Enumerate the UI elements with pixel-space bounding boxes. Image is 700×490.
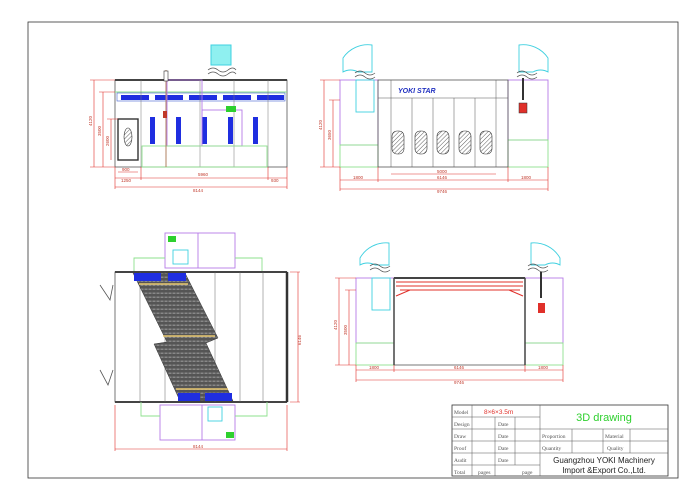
exhaust-duct <box>210 44 232 66</box>
label-h-body: 3650 <box>327 129 332 140</box>
label-total-label: Total <box>454 470 466 476</box>
light-fixtures-top <box>121 95 284 100</box>
label-proportion-label: Proportion <box>542 434 566 440</box>
label-total: 9746 <box>454 380 465 385</box>
label-audit-label: Audit <box>454 458 467 464</box>
label-h-door: 2600 <box>105 135 110 146</box>
label-total: 8144 <box>193 188 204 193</box>
label-date-label: Date <box>498 458 509 464</box>
label-mid: 6146 <box>454 365 465 370</box>
sheet-border <box>27 21 679 479</box>
label-page-label: page <box>522 470 533 476</box>
company-name: Guangzhou YOKI Machinery <box>553 456 655 465</box>
label-length: 8144 <box>193 444 204 449</box>
duct-elbow-left <box>342 44 373 73</box>
company-name-line2: Import &Export Co.,Ltd. <box>562 466 646 475</box>
label-h-total: 4120 <box>318 119 323 130</box>
label-mid: 6146 <box>437 175 448 180</box>
label-h-total: 4120 <box>333 319 338 330</box>
label-width: 6146 <box>297 334 302 345</box>
roof-truss <box>395 281 524 297</box>
label-h-body: 3500 <box>97 125 102 136</box>
personnel-door <box>117 118 139 161</box>
front-elevation-view: 4120 3500 2600 900 1250 5960 930 8144 <box>88 44 288 193</box>
door-windows <box>391 130 493 155</box>
label-model-label: Model <box>454 410 469 416</box>
label-left: 1800 <box>353 175 364 180</box>
section-view: 4120 3500 1800 6146 1800 9746 <box>333 242 564 385</box>
label-right: 1800 <box>521 175 532 180</box>
label-mid: 5960 <box>198 172 209 177</box>
label-right: 930 <box>271 178 279 183</box>
plan-view: 6146 8144 <box>99 232 302 451</box>
drawing-heading: 3D drawing <box>576 412 632 424</box>
label-left: 1800 <box>369 365 380 370</box>
label-left: 1250 <box>121 178 132 183</box>
label-h-body: 3500 <box>343 324 348 335</box>
light-fixtures-side <box>150 117 258 144</box>
label-total: 9746 <box>437 189 448 194</box>
label-design-label: Design <box>454 422 470 428</box>
label-date-label: Date <box>498 434 509 440</box>
label-door: 5000 <box>437 169 448 174</box>
title-block: Model 8×6×3.5m Design Draw Proof Audit D… <box>451 404 669 477</box>
floor-grating <box>132 272 234 402</box>
label-quality-label: Quality <box>607 446 624 452</box>
model-value: 8×6×3.5m <box>484 409 513 416</box>
label-date-label: Date <box>498 446 509 452</box>
label-quantity-label: Quantity <box>542 446 561 452</box>
label-door-w: 900 <box>122 167 130 172</box>
side-elevation-view: YOKI STAR 4120 3650 5000 1800 6146 1800 … <box>318 44 549 194</box>
label-right: 1800 <box>538 365 549 370</box>
label-date-label: Date <box>498 422 509 428</box>
label-draw-label: Draw <box>454 434 466 440</box>
label-proof-label: Proof <box>454 445 466 452</box>
duct-elbow-right <box>518 44 549 73</box>
label-pages-label: pages <box>478 470 491 476</box>
label-material-label: Material <box>605 434 624 440</box>
brand-logo: YOKI STAR <box>398 88 436 95</box>
label-h-total: 4120 <box>88 115 93 126</box>
